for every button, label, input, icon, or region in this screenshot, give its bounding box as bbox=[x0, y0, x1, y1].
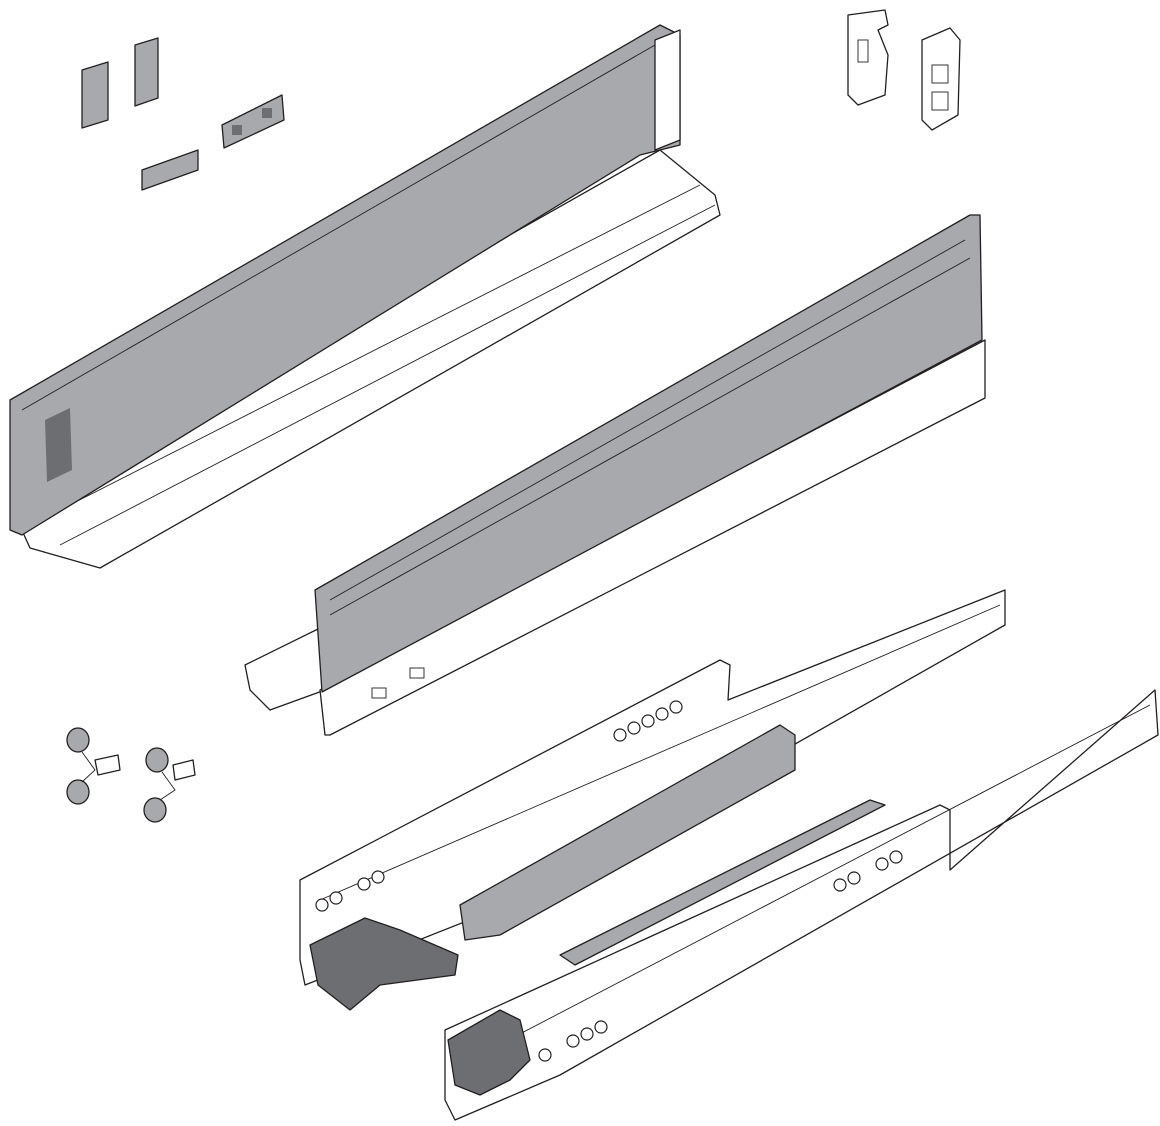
runner-hole bbox=[847, 871, 861, 885]
runner-hole bbox=[371, 870, 385, 884]
screw bbox=[143, 797, 167, 823]
front-locking-device bbox=[447, 1009, 531, 1096]
side-panel bbox=[314, 214, 983, 693]
bracket-slot bbox=[931, 64, 949, 84]
screw bbox=[66, 779, 90, 805]
bracket-slot bbox=[857, 39, 869, 63]
screw-bracket bbox=[159, 771, 176, 801]
screw bbox=[145, 747, 169, 773]
screw bbox=[66, 727, 90, 753]
runner-outer-rail bbox=[444, 689, 1159, 1121]
drawer-side-right bbox=[244, 214, 986, 736]
cover-cap bbox=[81, 61, 109, 129]
runner-outer-rail bbox=[299, 589, 1006, 986]
runner-hole bbox=[566, 1034, 580, 1048]
runner-left bbox=[299, 589, 1006, 1011]
runner-right bbox=[444, 689, 1159, 1121]
cover-cap bbox=[134, 37, 159, 107]
front-locking-device bbox=[309, 917, 459, 1011]
runner-hole bbox=[315, 898, 329, 912]
rail-edge bbox=[59, 204, 716, 546]
side-panel bbox=[9, 24, 681, 536]
fixing-slot bbox=[409, 667, 425, 679]
connector-hole bbox=[232, 125, 242, 135]
runner-hole bbox=[580, 1027, 594, 1041]
runner-hole bbox=[329, 891, 343, 905]
runner-holes bbox=[315, 700, 683, 912]
runner-edge bbox=[319, 604, 1001, 901]
connector-hole bbox=[262, 108, 272, 118]
runner-hole bbox=[613, 728, 627, 742]
rear-end bbox=[654, 29, 681, 151]
rear-bracket bbox=[921, 27, 961, 131]
runner-edge bbox=[469, 704, 1151, 1061]
cover-caps bbox=[81, 37, 285, 191]
runner-inner-slide bbox=[559, 799, 886, 966]
screw-bracket bbox=[81, 751, 96, 783]
connector-plate bbox=[221, 94, 285, 149]
runner-hole bbox=[889, 850, 903, 864]
runner-hole bbox=[655, 707, 669, 721]
fixing-slot bbox=[371, 687, 387, 699]
runner-hole bbox=[357, 877, 371, 891]
drawer-side-left bbox=[9, 24, 721, 569]
screw-tab bbox=[94, 754, 121, 776]
cover-cap bbox=[141, 149, 199, 191]
runner-hole bbox=[833, 878, 847, 892]
rear-brackets bbox=[847, 9, 961, 131]
side-panel-lower-band bbox=[319, 339, 986, 736]
runner-hole bbox=[669, 700, 683, 714]
screw-tab bbox=[172, 759, 196, 781]
runner-hole bbox=[641, 714, 655, 728]
panel-edge bbox=[329, 239, 966, 601]
runner-hole bbox=[627, 721, 641, 735]
front-fixing-screws bbox=[66, 727, 196, 823]
front-fixing bbox=[45, 408, 72, 482]
runner-hole bbox=[594, 1020, 608, 1034]
side-rail-end bbox=[244, 627, 326, 711]
runner-hole bbox=[538, 1048, 552, 1062]
bracket-slot bbox=[931, 91, 949, 111]
panel-edge bbox=[329, 257, 971, 616]
panel-edge bbox=[21, 44, 656, 411]
rail-edge bbox=[39, 184, 701, 521]
runner-holes bbox=[538, 850, 903, 1062]
runner-hole bbox=[875, 857, 889, 871]
soft-close-mechanism bbox=[459, 724, 796, 941]
